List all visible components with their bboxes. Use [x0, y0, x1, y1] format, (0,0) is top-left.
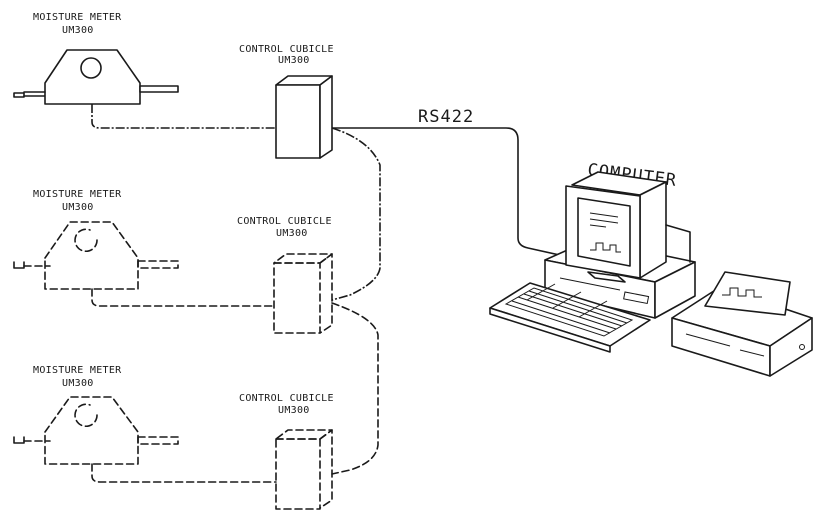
cubicle-3-model: UM300 [278, 405, 310, 416]
meter-2-icon [13, 221, 179, 290]
meter-1-model: UM300 [62, 25, 94, 36]
rs422-link: RS422 [332, 107, 574, 259]
meter-3-icon [13, 396, 179, 465]
meter-3-title: MOISTURE METER [33, 365, 122, 376]
keyboard [489, 282, 651, 353]
moisture-meter-3: MOISTURE METER UM300 [13, 365, 179, 465]
meter-cables [91, 104, 277, 483]
monitor [565, 171, 691, 283]
meter-1-title: MOISTURE METER [33, 12, 122, 23]
cubicle-3-title: CONTROL CUBICLE [239, 393, 334, 404]
moisture-meter-1: MOISTURE METER UM300 [13, 12, 179, 105]
rs422-label: RS422 [418, 107, 474, 127]
moisture-meter-2: MOISTURE METER UM300 [13, 189, 179, 290]
meter-3-model: UM300 [62, 378, 94, 389]
cubicle-2-model: UM300 [276, 228, 308, 239]
computer: COMPUTER [489, 160, 696, 353]
monitor-screen-content [589, 212, 621, 253]
cubicle-2-title: CONTROL CUBICLE [237, 216, 332, 227]
cubicle-1-title: CONTROL CUBICLE [239, 44, 334, 55]
cubicle-1-icon [275, 75, 333, 159]
meter-1-icon [13, 49, 179, 105]
cubicle-1-model: UM300 [278, 55, 310, 66]
cubicle-chain-cables [331, 127, 381, 475]
meter-2-model: UM300 [62, 202, 94, 213]
cubicle-3-icon [275, 429, 333, 510]
cubicle-2-icon [273, 253, 333, 334]
printer [671, 271, 813, 377]
control-cubicle-1: CONTROL CUBICLE UM300 [239, 44, 334, 159]
control-cubicle-2: CONTROL CUBICLE UM300 [237, 216, 333, 334]
control-cubicle-3: CONTROL CUBICLE UM300 [239, 393, 334, 510]
meter-2-title: MOISTURE METER [33, 189, 122, 200]
